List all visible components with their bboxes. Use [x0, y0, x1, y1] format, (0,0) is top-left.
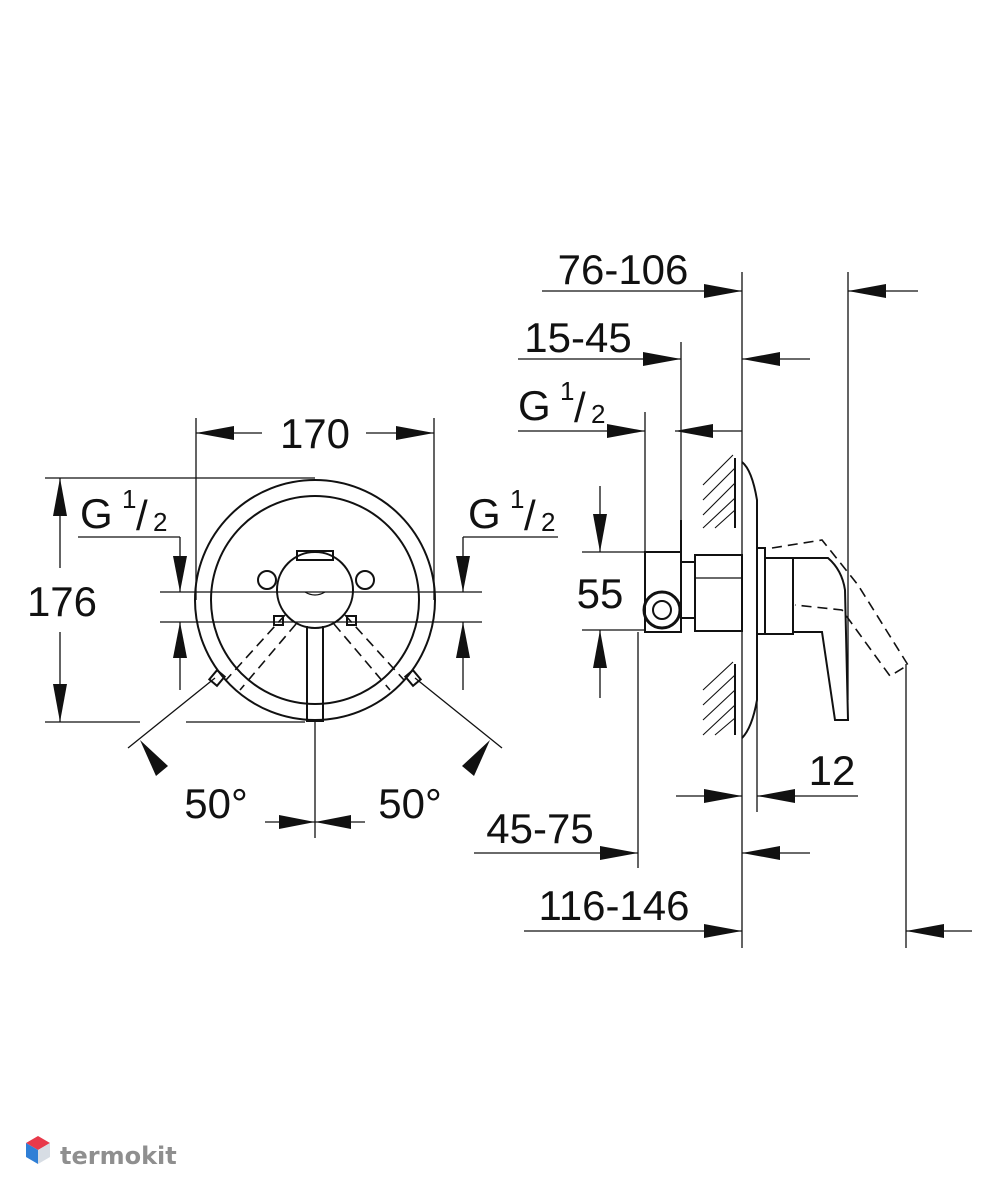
front-view: 170 176 G 1 / 2 G 1 / 2 — [27, 410, 558, 838]
swing-line-left-b — [225, 614, 286, 681]
hatch-upper — [702, 454, 736, 529]
dim-116-146-label: 116-146 — [538, 882, 689, 929]
left-thread-slash: / — [136, 492, 148, 539]
lever-handle — [306, 626, 324, 722]
cover-plate-inner — [210, 495, 420, 705]
watermark-text: termokit — [60, 1142, 177, 1170]
dim-170-arrow-right — [396, 426, 434, 440]
side-thread-callout: G 1 / 2 — [518, 376, 742, 552]
side-thread-slash: / — [574, 384, 586, 431]
dim-45-75-arrow-left — [600, 846, 638, 860]
angle-ext-right — [414, 677, 503, 749]
side-thread-arrow-left — [607, 424, 645, 438]
angle-ext-left — [127, 677, 216, 749]
lever-raised-dashed — [771, 539, 910, 678]
side-thread-num: 1 — [560, 376, 574, 406]
hatch-lower — [702, 661, 736, 736]
handle-base — [764, 557, 794, 635]
dim-45-75-label: 45-75 — [486, 805, 593, 852]
dim-12-arrow-left — [704, 789, 742, 803]
angle-left-label: 50° — [184, 780, 248, 827]
left-thread-num: 1 — [122, 484, 136, 514]
outlet-bore — [652, 600, 672, 620]
dim-15-45-arrow-left — [643, 352, 681, 366]
outlet-ring — [642, 590, 682, 630]
stop-left — [273, 615, 284, 626]
swing-line-left-a — [239, 623, 297, 691]
dim-45-75-arrow-right — [742, 846, 780, 860]
swing-end-right — [403, 668, 423, 688]
dim-76-106-label: 76-106 — [558, 246, 689, 293]
dim-76-106-arrow-right — [848, 284, 886, 298]
dim-55-arrow-bottom — [593, 630, 607, 668]
right-thread-letter: G — [468, 490, 501, 537]
angle-arrow-center-left — [279, 815, 315, 829]
dim-116-146-arrow-right — [906, 924, 944, 938]
stop-right — [346, 615, 357, 626]
dim-76-106-arrow-left — [704, 284, 742, 298]
right-thread-arrow-top — [456, 556, 470, 592]
right-thread-den: 2 — [541, 507, 555, 537]
angle-right-label: 50° — [378, 780, 442, 827]
dim-12-label: 12 — [809, 747, 856, 794]
side-thread-arrow-right — [675, 424, 713, 438]
angle-arrow-left — [140, 740, 168, 776]
right-thread-arrow-bottom — [456, 622, 470, 658]
swing-end-left — [207, 668, 227, 688]
watermark: termokit — [26, 1136, 177, 1170]
swing-line-right-b — [344, 614, 405, 681]
left-thread-letter: G — [80, 490, 113, 537]
dim-170-label: 170 — [280, 410, 350, 457]
screw-left — [257, 570, 277, 590]
cartridge-hub — [276, 551, 354, 629]
angle-arrow-right — [462, 740, 490, 776]
side-thread-letter: G — [518, 382, 551, 429]
cover-plate-outer — [194, 479, 436, 721]
dim-170-arrow-left — [196, 426, 234, 440]
dim-176-arrow-bottom — [53, 684, 67, 722]
screw-right — [355, 570, 375, 590]
left-thread-arrow-bottom — [173, 622, 187, 658]
valve-cartridge — [694, 554, 743, 632]
cover-plate-profile — [741, 461, 758, 739]
left-thread-den: 2 — [153, 507, 167, 537]
dim-15-45-arrow-right — [742, 352, 780, 366]
angle-arrow-center-right — [315, 815, 351, 829]
right-thread-num: 1 — [510, 484, 524, 514]
lever-profile — [793, 557, 850, 721]
dim-176-arrow-top — [53, 478, 67, 516]
dim-15-45-label: 15-45 — [524, 314, 631, 361]
swing-line-right-a — [333, 623, 391, 691]
hub-mark — [304, 591, 326, 596]
watermark-logo-icon — [26, 1136, 50, 1164]
wall-hatch — [702, 454, 736, 736]
right-thread-callout: G 1 / 2 — [456, 484, 558, 690]
side-view: 76-106 15-45 G 1 / 2 55 — [474, 246, 972, 948]
rosette — [756, 547, 766, 635]
dim-12-arrow-right — [757, 789, 795, 803]
right-thread-slash: / — [524, 492, 536, 539]
dim-116-146-arrow-left — [704, 924, 742, 938]
dim-55-arrow-top — [593, 514, 607, 552]
left-thread-arrow-top — [173, 556, 187, 592]
dim-55-label: 55 — [577, 570, 624, 617]
side-thread-den: 2 — [591, 399, 605, 429]
left-thread-callout: G 1 / 2 — [78, 484, 187, 690]
valve-connector — [680, 561, 696, 619]
dim-176-label: 176 — [27, 578, 97, 625]
